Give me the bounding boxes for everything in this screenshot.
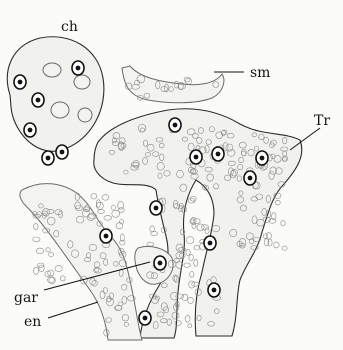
tissue-cell [104, 216, 112, 221]
nucleolus [76, 66, 81, 71]
tissue-cell [39, 265, 44, 272]
nucleolus [143, 316, 148, 321]
tissue-cell [60, 276, 65, 281]
nucleolus [208, 241, 213, 246]
tissue-cell [185, 315, 190, 322]
label-ch: ch [61, 19, 78, 35]
tissue-cell [190, 271, 194, 277]
tissue-cell [111, 205, 115, 210]
tissue-cell [268, 239, 272, 246]
ch-vacuole [74, 75, 90, 89]
en-leader-line [48, 302, 98, 318]
tissue-cell [184, 263, 190, 267]
nucleolus [154, 206, 159, 211]
tissue-cell [189, 254, 193, 260]
tissue-cell [274, 242, 280, 248]
tissue-cell [96, 202, 103, 209]
tissue-cell [281, 221, 285, 226]
tissue-cell [192, 282, 199, 286]
tissue-cell [282, 246, 287, 250]
tissue-cell [186, 237, 194, 244]
tissue-cell [147, 242, 154, 246]
nucleolus [104, 234, 109, 239]
nucleolus [158, 261, 163, 266]
tissue-cell [33, 237, 40, 242]
tissue-cell [91, 194, 97, 199]
label-tr: Tr [314, 113, 330, 129]
nucleolus [18, 80, 23, 85]
label-en: en [24, 314, 41, 330]
nucleolus [212, 288, 217, 293]
label-gar: gar [14, 290, 38, 306]
tissue-cell [194, 245, 200, 250]
tissue-cell [34, 267, 39, 274]
tissue-cell [102, 195, 109, 201]
tissue-cell [55, 265, 62, 271]
nucleolus [248, 176, 253, 181]
tissue-cell [197, 224, 204, 231]
tissue-cell [263, 234, 268, 239]
tissue-cell [98, 210, 105, 214]
nucleolus [260, 156, 265, 161]
nucleolus [60, 150, 65, 155]
tissue-cell [120, 240, 125, 245]
tissue-cell [46, 248, 50, 252]
tissue-cell [150, 226, 155, 232]
tissue-cell [49, 252, 54, 256]
nucleolus [36, 98, 41, 103]
label-sm: sm [250, 65, 270, 81]
ch-structure [7, 37, 104, 152]
tissue-cell [118, 208, 124, 213]
ch-vacuole [51, 102, 69, 118]
tissue-cell [191, 217, 196, 225]
tissue-cell [275, 200, 280, 205]
tissue-cell [34, 224, 39, 230]
tissue-cell [188, 324, 192, 328]
tissue-cell [185, 78, 191, 84]
nucleolus [216, 152, 221, 157]
ch-vacuole [78, 108, 92, 122]
tissue-cell [188, 297, 194, 303]
tissue-cell [194, 259, 198, 266]
tissue-cell [48, 277, 55, 283]
nucleolus [46, 156, 51, 161]
nucleolus [28, 128, 33, 133]
tissue-cell [116, 223, 123, 229]
tissue-cell [184, 77, 190, 82]
ch-vacuole [43, 63, 61, 77]
tissue-cell [36, 248, 43, 254]
nucleolus [173, 123, 178, 128]
tissue-cell [182, 294, 188, 300]
nucleolus [194, 155, 199, 160]
ch-outline [7, 37, 104, 152]
